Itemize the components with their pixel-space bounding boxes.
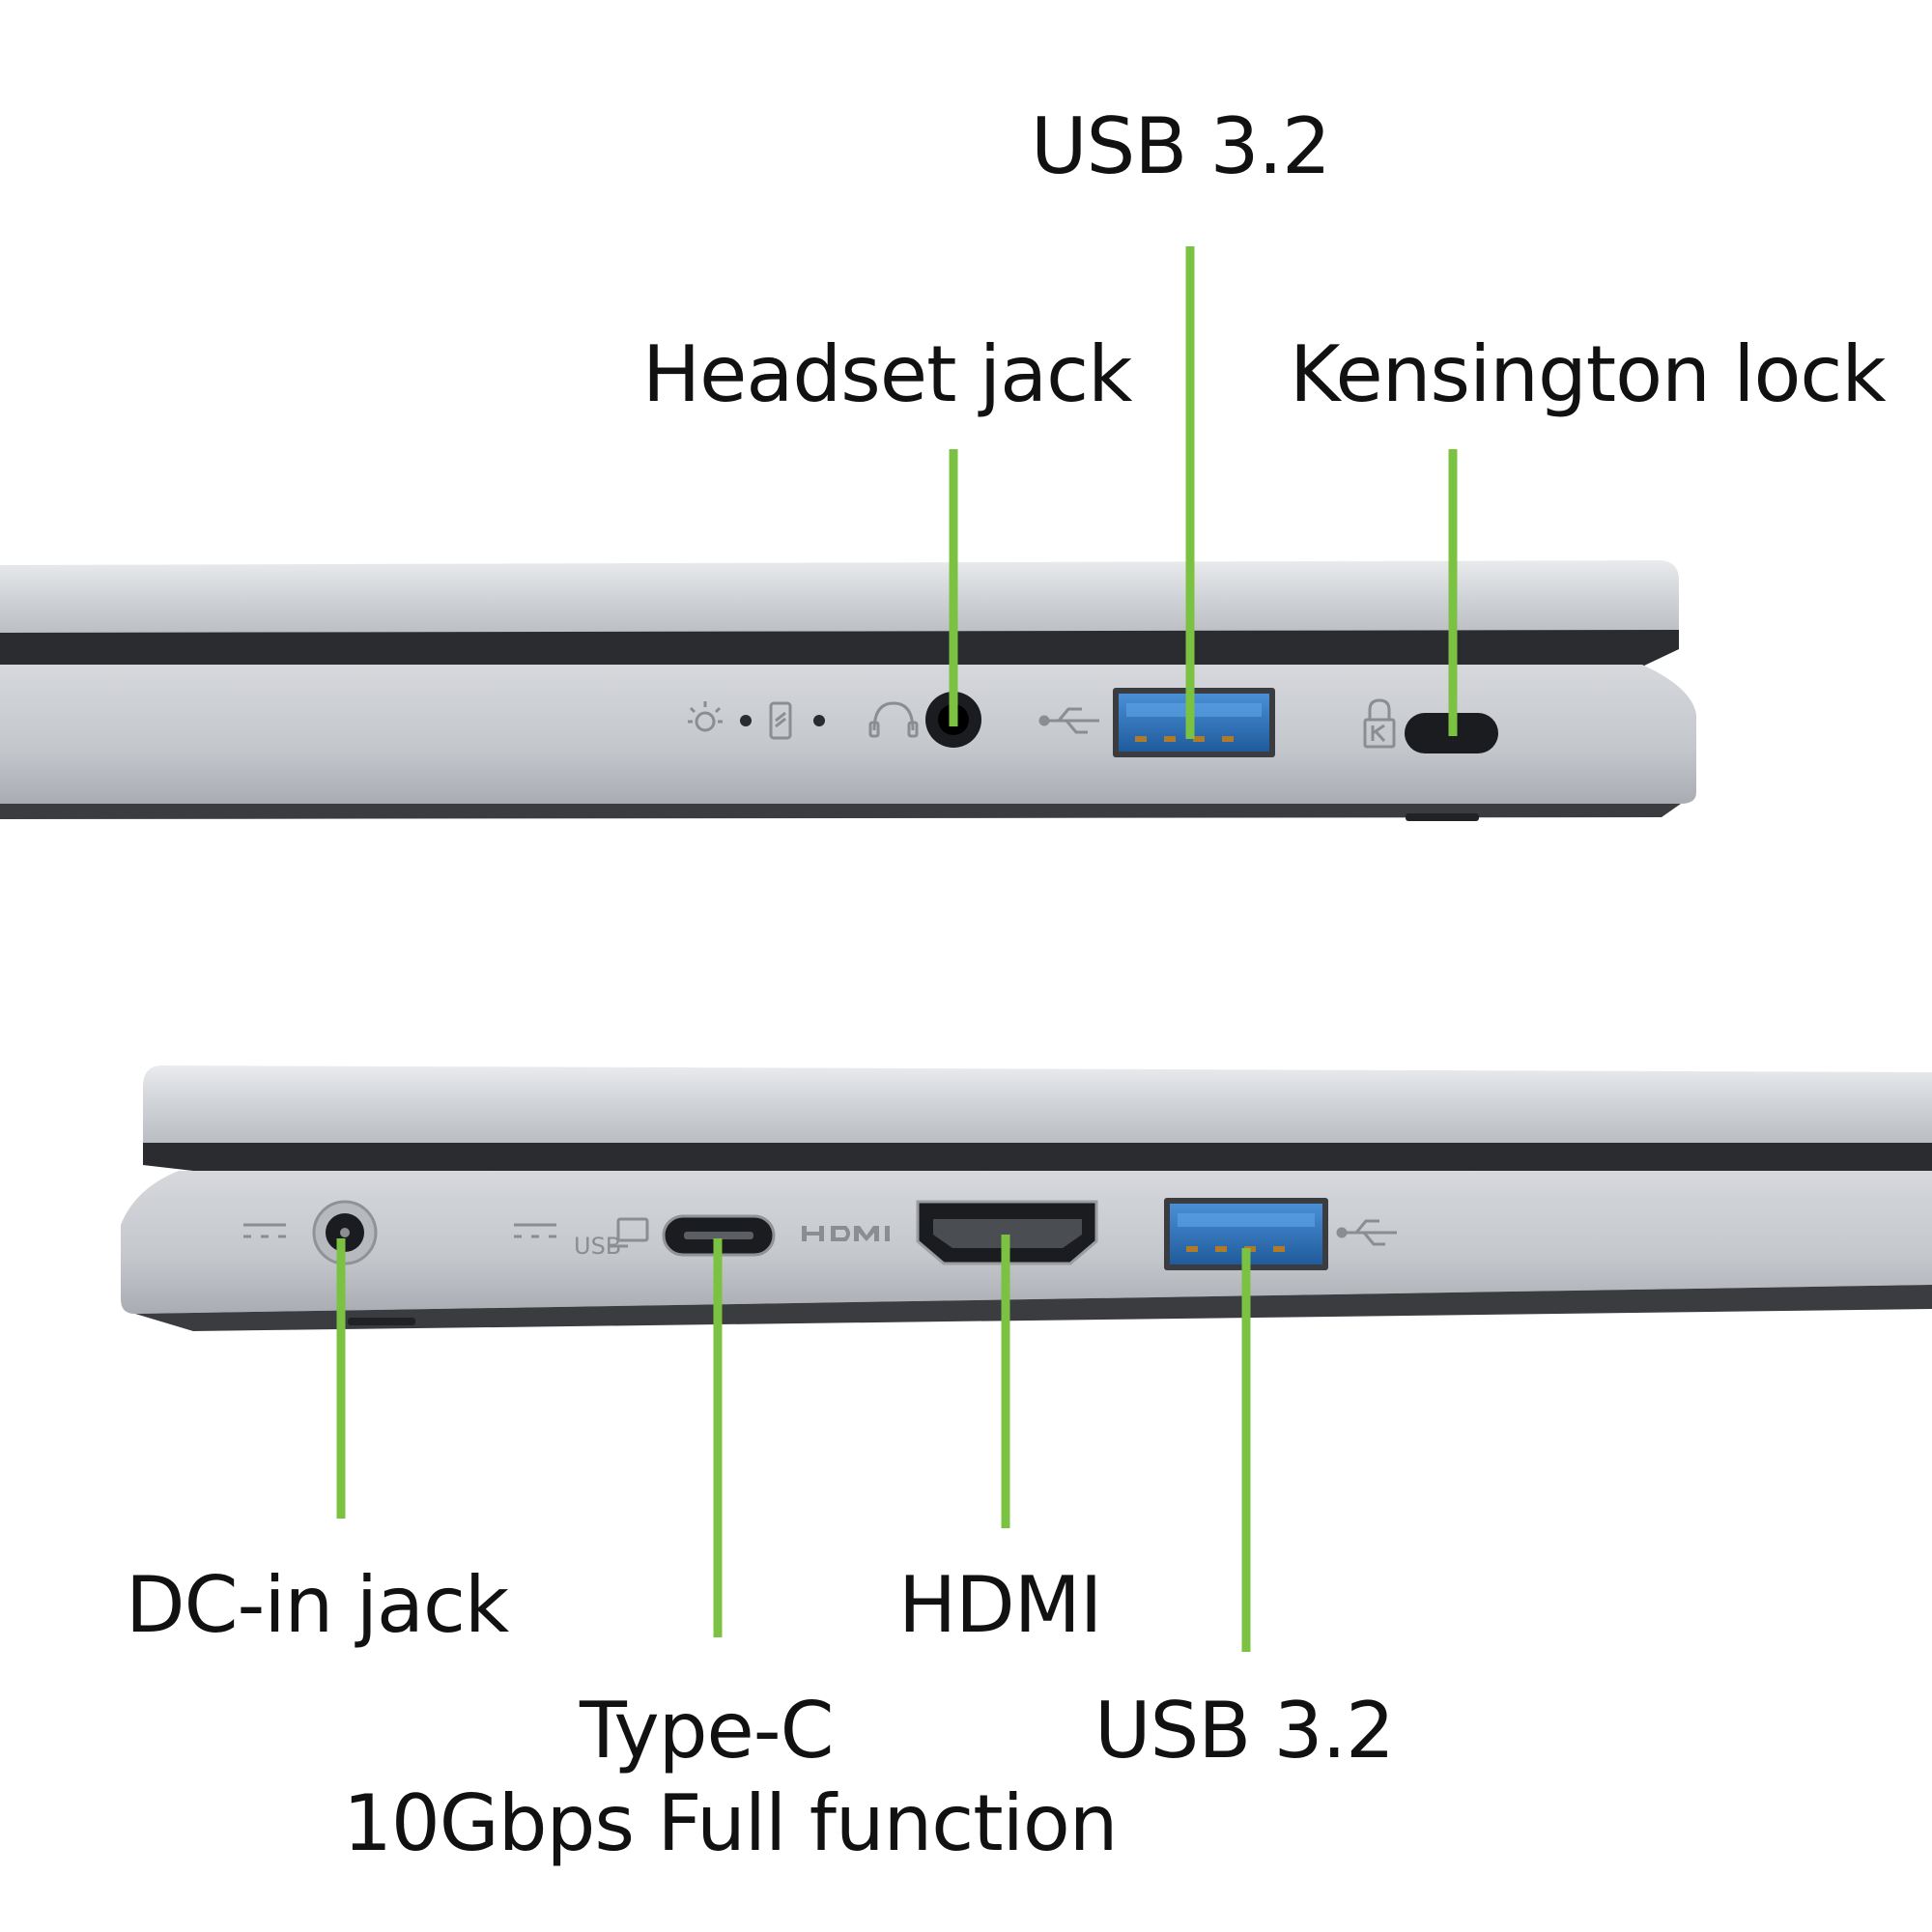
kensington-lock-icon [1363, 698, 1396, 749]
hdmi-port-inner [933, 1219, 1082, 1248]
type-c-tongue [684, 1232, 753, 1239]
laptop-lid-bottom [143, 1065, 1932, 1145]
laptop-lid-top [0, 560, 1679, 638]
hinge-gap-bottom [143, 1143, 1932, 1171]
usb-icon [1038, 707, 1099, 734]
base-shadow-bottom [135, 1285, 1932, 1331]
activity-led [740, 715, 752, 726]
label-type-c-speed: 10Gbps Full function [343, 1778, 1118, 1868]
rubber-foot-bottom [348, 1318, 415, 1325]
label-hdmi: HDMI [898, 1560, 1102, 1650]
power-led [813, 715, 825, 726]
label-dc-in-jack: DC-in jack [126, 1560, 509, 1650]
label-headset-jack: Headset jack [642, 329, 1132, 419]
dc-power-icon [243, 1223, 286, 1238]
label-usb-bottom: USB 3.2 [1094, 1686, 1395, 1776]
power-indicator-icon [769, 701, 792, 740]
label-type-c: Type-C [580, 1686, 834, 1776]
label-kensington-lock: Kensington lock [1290, 329, 1887, 419]
label-usb-top: USB 3.2 [1031, 101, 1331, 191]
leader-lines [336, 246, 1458, 1652]
dc-in-jack-port [312, 1200, 378, 1265]
base-shadow-top [0, 804, 1681, 819]
laptop-right-side [0, 560, 1696, 821]
usb-icon-bottom [1336, 1219, 1397, 1246]
usb-c-display-icon: USB [514, 1217, 649, 1260]
hdmi-logo [802, 1226, 890, 1241]
rubber-foot-top [1406, 813, 1479, 821]
laptop-left-side: USB [121, 1065, 1932, 1331]
hinge-gap-top [0, 630, 1679, 668]
activity-light-icon [688, 701, 723, 732]
headset-icon [868, 701, 919, 738]
